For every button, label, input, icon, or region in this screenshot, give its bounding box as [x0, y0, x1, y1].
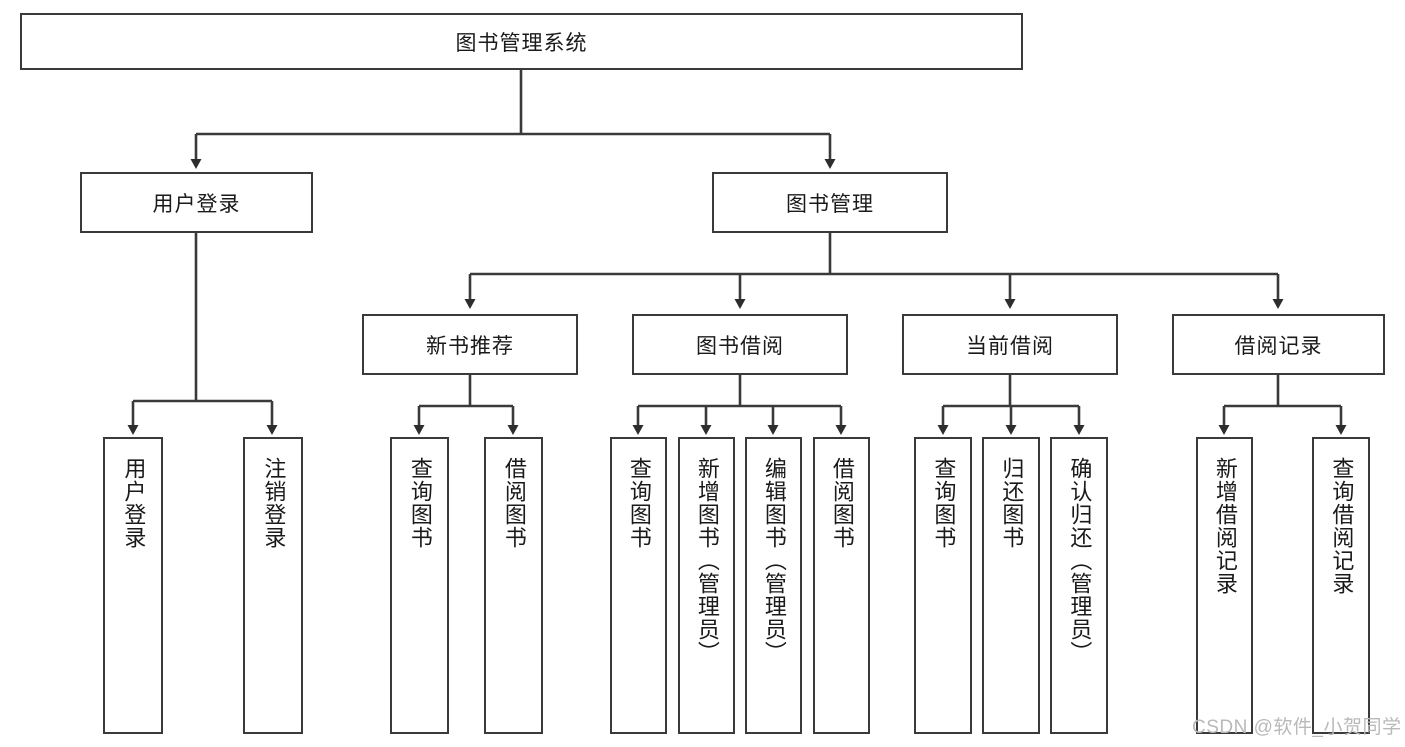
node-leaf-borrow-edit-book[interactable]: 编辑图书（管理员） — [745, 437, 802, 734]
node-leaf-user-login[interactable]: 用户登录 — [103, 437, 163, 734]
node-book-management[interactable]: 图书管理 — [712, 172, 948, 233]
node-label: 新增图书（管理员） — [694, 457, 720, 664]
node-borrow-record[interactable]: 借阅记录 — [1172, 314, 1385, 375]
node-label: 用户登录 — [152, 192, 241, 216]
node-label: 借阅图书 — [829, 457, 855, 549]
node-new-book-recommend[interactable]: 新书推荐 — [362, 314, 578, 375]
node-leaf-recommend-query-book[interactable]: 查询图书 — [390, 437, 449, 734]
node-leaf-borrow-borrow-book[interactable]: 借阅图书 — [813, 437, 870, 734]
node-label: 归还图书 — [999, 457, 1025, 549]
node-label: 注销登录 — [261, 457, 287, 549]
node-label: 查询图书 — [626, 457, 652, 549]
node-leaf-current-return-book[interactable]: 归还图书 — [982, 437, 1040, 734]
node-label: 新增借阅记录 — [1212, 457, 1238, 595]
node-label: 借阅记录 — [1234, 334, 1323, 358]
node-leaf-borrow-add-book[interactable]: 新增图书（管理员） — [678, 437, 735, 734]
node-leaf-recommend-borrow-book[interactable]: 借阅图书 — [484, 437, 543, 734]
node-label: 编辑图书（管理员） — [761, 457, 787, 664]
node-leaf-record-query-record[interactable]: 查询借阅记录 — [1312, 437, 1370, 734]
node-label: 新书推荐 — [426, 334, 514, 358]
node-leaf-user-logout[interactable]: 注销登录 — [243, 437, 303, 734]
node-book-borrow[interactable]: 图书借阅 — [632, 314, 848, 375]
node-label: 查询图书 — [407, 457, 433, 549]
node-leaf-record-add-record[interactable]: 新增借阅记录 — [1196, 437, 1253, 734]
node-label: 借阅图书 — [501, 457, 527, 549]
node-label: 图书借阅 — [696, 334, 784, 358]
node-root-system[interactable]: 图书管理系统 — [20, 13, 1023, 70]
node-label: 图书管理系统 — [455, 31, 588, 55]
node-user-login[interactable]: 用户登录 — [80, 172, 313, 233]
node-label: 查询借阅记录 — [1329, 457, 1355, 595]
node-leaf-current-query-book[interactable]: 查询图书 — [914, 437, 972, 734]
node-label: 用户登录 — [121, 457, 147, 549]
node-label: 图书管理 — [786, 192, 874, 216]
node-label: 当前借阅 — [966, 334, 1054, 358]
node-label: 查询图书 — [931, 457, 957, 549]
node-label: 确认归还（管理员） — [1067, 457, 1093, 664]
node-leaf-borrow-query-book[interactable]: 查询图书 — [610, 437, 667, 734]
node-current-borrow[interactable]: 当前借阅 — [902, 314, 1118, 375]
node-leaf-current-confirm-return[interactable]: 确认归还（管理员） — [1050, 437, 1108, 734]
